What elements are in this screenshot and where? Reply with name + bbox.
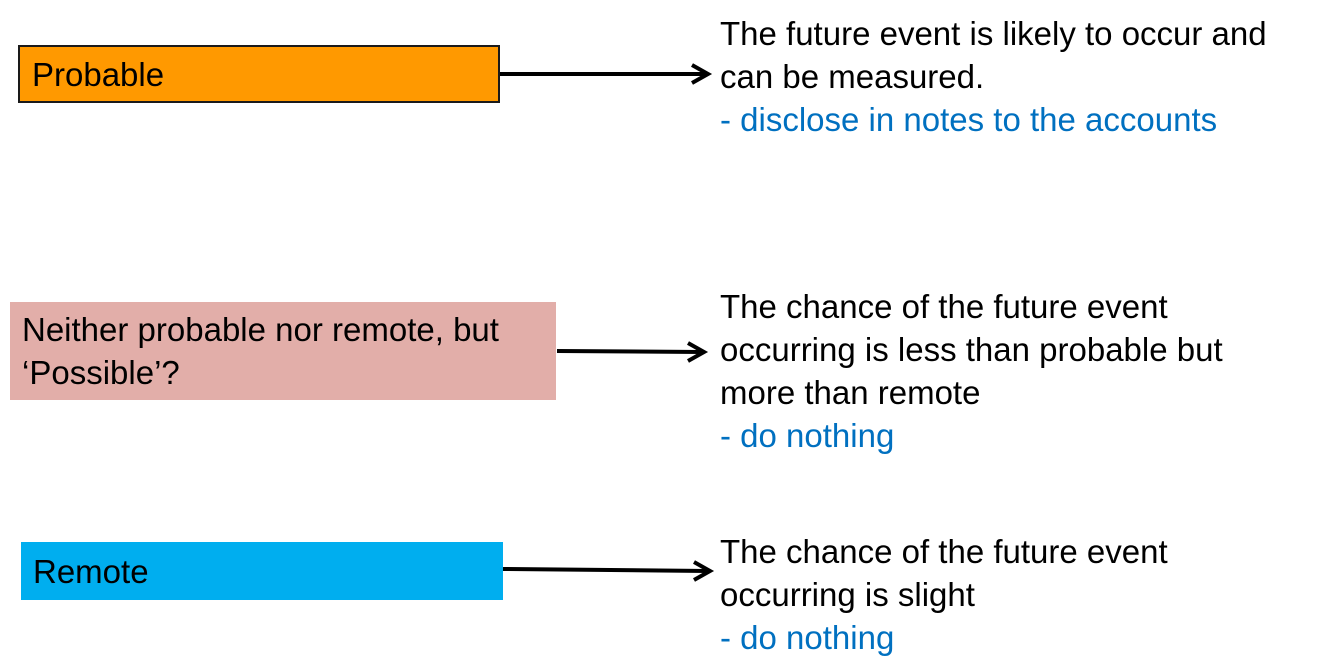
description-line: The chance of the future event <box>720 533 1168 570</box>
category-label-possible-line2: ‘Possible’? <box>22 354 180 391</box>
action-text-possible: - do nothing <box>720 417 895 454</box>
arrow-possible-icon <box>556 341 709 363</box>
description-probable: The future event is likely to occur and … <box>720 12 1267 141</box>
action-text-probable: - disclose in notes to the accounts <box>720 101 1218 138</box>
category-box-probable: Probable <box>18 45 500 103</box>
arrow-remote-icon <box>502 560 715 582</box>
description-line: occurring is slight <box>720 576 975 613</box>
action-text-remote: - do nothing <box>720 619 895 656</box>
arrow-probable-icon <box>500 63 713 85</box>
description-line: The chance of the future event <box>720 288 1168 325</box>
category-label-probable: Probable <box>32 55 165 93</box>
description-line: The future event is likely to occur and <box>720 15 1267 52</box>
category-label-remote: Remote <box>33 552 149 590</box>
description-remote: The chance of the future event occurring… <box>720 530 1168 659</box>
description-line: occurring is less than probable but <box>720 331 1223 368</box>
description-possible: The chance of the future event occurring… <box>720 285 1223 457</box>
category-box-possible: Neither probable nor remote, but ‘Possib… <box>10 302 556 400</box>
category-box-remote: Remote <box>21 542 503 600</box>
category-label-possible: Neither probable nor remote, but <box>22 311 499 348</box>
description-line: can be measured. <box>720 58 985 95</box>
description-line: more than remote <box>720 374 981 411</box>
